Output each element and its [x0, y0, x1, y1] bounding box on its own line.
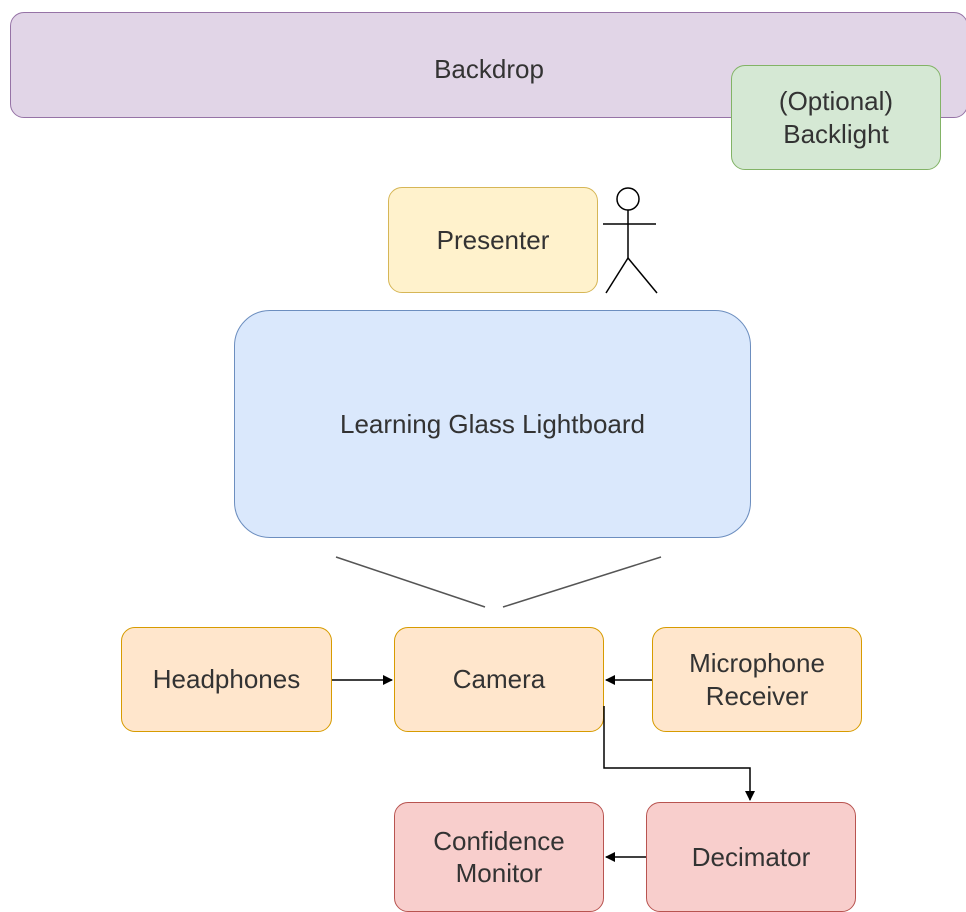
decimator-label: Decimator: [691, 841, 811, 872]
confidence-monitor-box: Confidence Monitor: [394, 802, 604, 912]
headphones-box: Headphones: [121, 627, 332, 732]
presenter-box: Presenter: [388, 187, 598, 293]
backlight-box: (Optional) Backlight: [731, 65, 941, 170]
backlight-label: (Optional) Backlight: [778, 86, 894, 149]
camera-view-line-left: [335, 556, 486, 608]
decimator-box: Decimator: [646, 802, 856, 912]
camera-view-line-right: [502, 556, 662, 608]
lightboard-label: Learning Glass Lightboard: [340, 408, 645, 439]
camera-box: Camera: [394, 627, 604, 732]
microphone-receiver-box: Microphone Receiver: [652, 627, 862, 732]
camera-label: Camera: [452, 664, 546, 695]
lightboard-box: Learning Glass Lightboard: [234, 310, 751, 538]
backdrop-label: Backdrop: [434, 54, 544, 84]
headphones-label: Headphones: [152, 664, 301, 695]
microphone-receiver-label: Microphone Receiver: [689, 648, 825, 711]
presenter-label: Presenter: [436, 224, 550, 255]
stick-figure-icon: [603, 187, 658, 294]
confidence-monitor-label: Confidence Monitor: [433, 825, 565, 889]
